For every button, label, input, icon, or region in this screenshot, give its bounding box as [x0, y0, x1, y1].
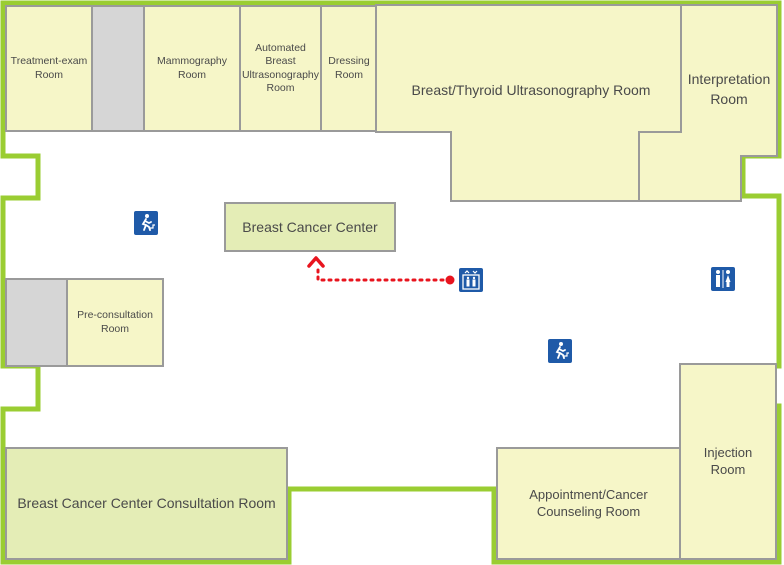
injection-room[interactable]: Injection Room: [679, 363, 777, 560]
restroom-icon[interactable]: [711, 267, 735, 291]
breast-thyroid-ultrasonography-room[interactable]: Breast/Thyroid Ultrasonography Room: [411, 82, 651, 98]
elevator-icon[interactable]: [459, 268, 483, 292]
dressing-room[interactable]: Dressing Room: [320, 5, 378, 132]
emergency-exit-icon-2[interactable]: [548, 339, 572, 363]
interpretation-room[interactable]: Interpretation Room: [687, 71, 771, 107]
pre-consultation-room[interactable]: Pre-consultation Room: [66, 278, 164, 367]
treatment-exam-room[interactable]: Treatment-exam Room: [5, 5, 93, 132]
mammography-room[interactable]: Mammography Room: [143, 5, 241, 132]
appointment-cancer-counseling-room[interactable]: Appointment/Cancer Counseling Room: [496, 447, 681, 560]
service-area: [91, 5, 145, 132]
breast-cancer-center-label[interactable]: Breast Cancer Center: [224, 202, 396, 252]
service-area-left: [5, 278, 68, 367]
automated-breast-ultrasonography-room[interactable]: Automated Breast Ultrasonography Room: [239, 5, 322, 132]
emergency-exit-icon[interactable]: [134, 211, 158, 235]
breast-cancer-center-consultation-room[interactable]: Breast Cancer Center Consultation Room: [5, 447, 288, 560]
